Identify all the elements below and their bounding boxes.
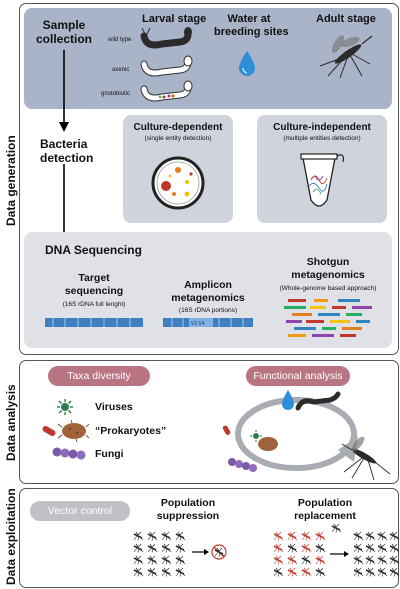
larva-wild-type-icon	[140, 27, 192, 49]
culture-dependent-title: Culture-dependent	[133, 122, 223, 133]
bacteria-icon	[42, 419, 90, 443]
dna-sequencing-title: DNA Sequencing	[45, 243, 142, 257]
larva-wild-type-label: wild type	[108, 37, 132, 43]
shotgun-fragments	[284, 299, 372, 337]
larva-axenic-icon	[140, 55, 193, 77]
larva-gnotobiotic-icon	[140, 80, 193, 102]
adult-mosquito-icon	[319, 35, 373, 79]
fungi-label: Fungi	[95, 448, 124, 460]
culture-independent-title: Culture-independent	[273, 122, 371, 133]
petri-dish-icon	[151, 156, 205, 210]
culture-independent-subtitle: (multiple entities detection)	[283, 135, 361, 142]
target-sequencing-subtitle: (16S rDNA full lenght)	[62, 301, 126, 308]
water-drop-icon	[239, 51, 255, 76]
shotgun-metagenomics-subtitle: (Whole-genome based approach)	[279, 285, 377, 292]
sample-collection-panel	[24, 8, 392, 109]
population-replacement-title: Population replacement	[294, 497, 356, 522]
sample-collection-title: Sample collection	[35, 18, 92, 46]
amplicon-metagenomics-title: Amplicon metagenomics	[171, 279, 245, 304]
vector-control-pill: Vector control	[30, 501, 130, 521]
water-breeding-sites-title: Water at breeding sites	[214, 13, 289, 38]
vector-control-mosquito-grids	[133, 523, 400, 578]
shotgun-metagenomics-title: Shotgun metagenomics	[291, 256, 365, 281]
amplicon-metagenomics-subtitle: (16S rDNA portions)	[178, 307, 238, 314]
section-label-data-generation: Data generation	[4, 135, 18, 226]
section-label-data-analysis: Data analysis	[4, 384, 18, 461]
svg-text:V3 V4: V3 V4	[191, 321, 205, 327]
virus-icon	[57, 399, 73, 415]
target-dna-strand	[45, 318, 143, 327]
taxa-diversity-pill: Taxa diversity	[48, 366, 150, 386]
larval-stage-label: Larval stage	[142, 13, 207, 25]
fungi-icon	[52, 447, 86, 460]
culture-dependent-subtitle: (single entity detection)	[144, 135, 212, 142]
larva-axenic-label: axenic	[112, 67, 130, 73]
amplicon-dna-strand: V3 V4	[163, 318, 253, 327]
population-suppression-title: Population suppression	[156, 497, 220, 522]
sample-tube-icon	[300, 153, 344, 207]
larva-gnotobiotic-label: gnotobiotic	[101, 91, 131, 97]
section-label-data-exploitation: Data exploitation	[4, 488, 18, 585]
prokaryotes-label: “Prokaryotes”	[95, 425, 167, 437]
target-sequencing-title: Target sequencing	[64, 272, 124, 297]
viruses-label: Viruses	[95, 401, 133, 413]
data-exploitation-frame	[19, 488, 399, 588]
functional-analysis-pill: Functional analysis	[246, 366, 350, 386]
functional-cycle-diagram	[222, 390, 391, 481]
adult-stage-label: Adult stage	[316, 13, 376, 25]
bacteria-detection-title: Bacteria detection	[40, 137, 94, 165]
